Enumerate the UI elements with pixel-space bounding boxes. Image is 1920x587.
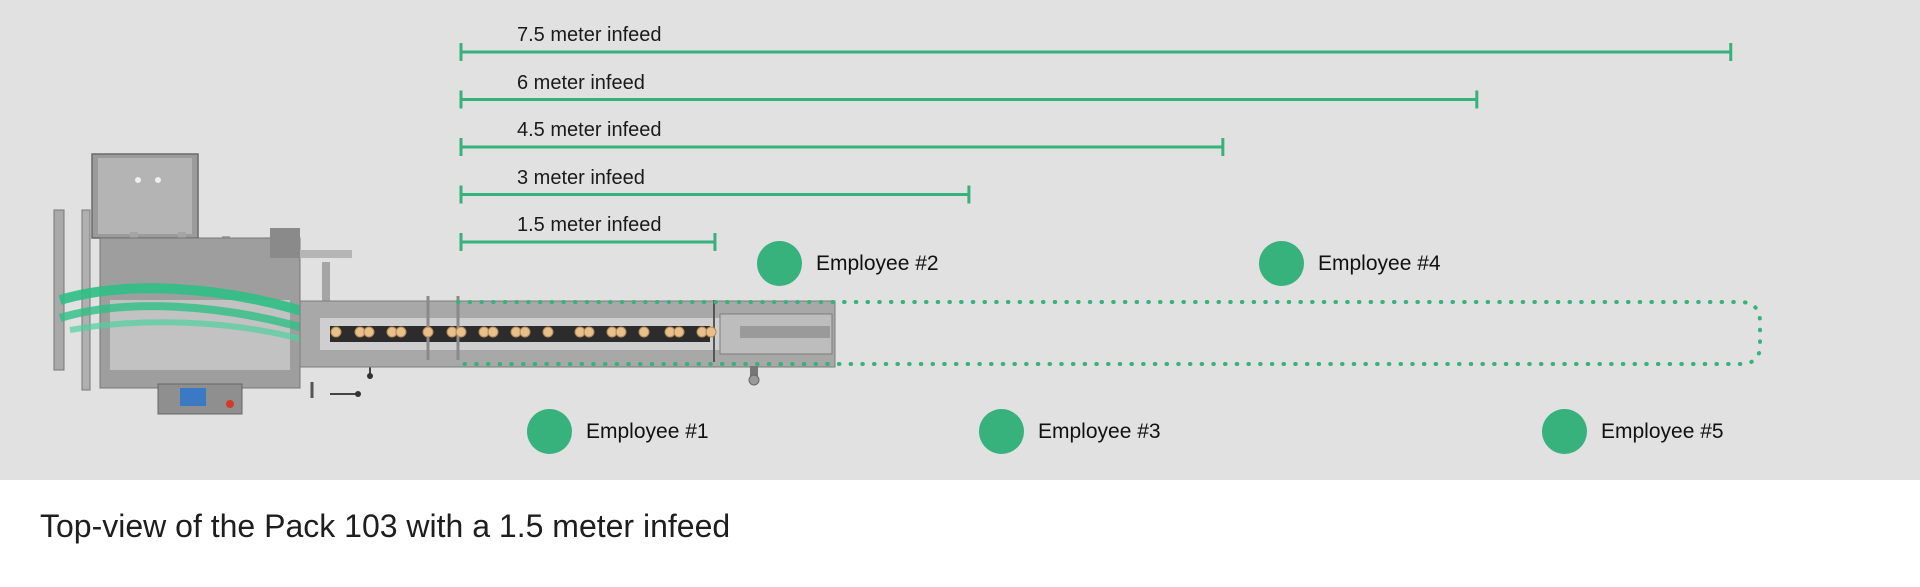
employee-marker-3: Employee #3: [979, 409, 1161, 454]
employee-label: Employee #3: [1038, 419, 1161, 443]
employee-dot-icon: [527, 409, 572, 454]
employee-label: Employee #4: [1318, 251, 1441, 275]
employee-marker-5: Employee #5: [1542, 409, 1724, 454]
employee-marker-2: Employee #2: [757, 241, 939, 286]
scale-bar-label: 4.5 meter infeed: [517, 119, 662, 141]
employee-marker-4: Employee #4: [1259, 241, 1441, 286]
employee-label: Employee #5: [1601, 419, 1724, 443]
employee-dot-icon: [1542, 409, 1587, 454]
diagram-svg: [53, 43, 1762, 415]
scale-bar-label: 6 meter infeed: [517, 71, 645, 94]
employee-dot-icon: [757, 241, 802, 286]
scale-bar-6m: [459, 90, 1479, 109]
employee-label: Employee #2: [816, 251, 939, 275]
scale-bar-label: 1.5 meter infeed: [517, 214, 662, 236]
scale-bar-3m: [459, 185, 971, 204]
scale-bar-1-5m: [459, 233, 717, 251]
employee-dot-icon: [1259, 241, 1304, 286]
figure-caption: Top-view of the Pack 103 with a 1.5 mete…: [40, 508, 731, 544]
employee-marker-1: Employee #1: [527, 409, 709, 454]
scale-bar-label: 7.5 meter infeed: [517, 24, 662, 46]
scale-bar-4-5m: [459, 138, 1225, 156]
scale-bar-7-5m: [459, 43, 1733, 61]
scale-bar-label: 3 meter infeed: [517, 166, 645, 189]
employee-dot-icon: [979, 409, 1024, 454]
pack-103-machine-illustration: [53, 153, 836, 415]
scale-bars: [459, 43, 1733, 251]
diagram-canvas: 7.5 meter infeed 6 meter infeed 4.5 meter …: [0, 0, 1920, 480]
employee-label: Employee #1: [586, 419, 709, 443]
